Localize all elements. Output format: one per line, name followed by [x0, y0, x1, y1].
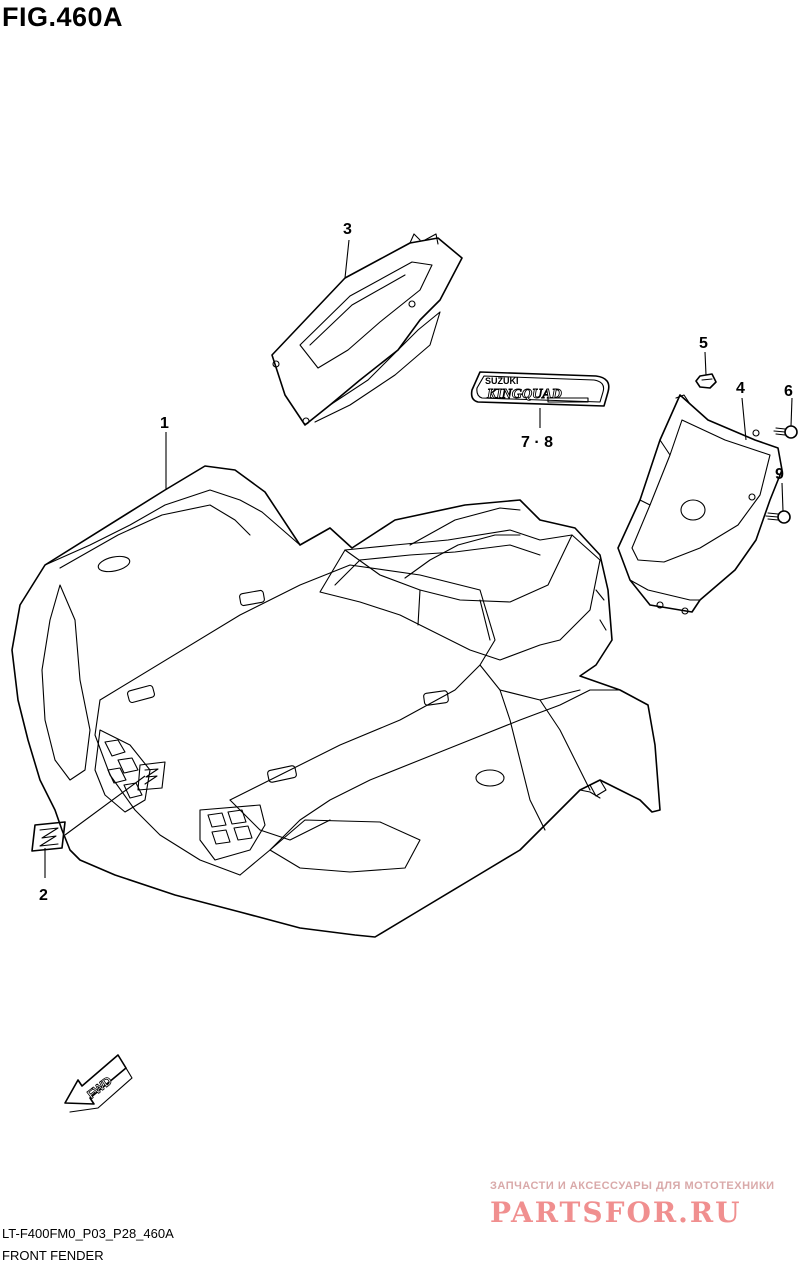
leader-5: [704, 351, 707, 376]
decal-brand-text: SUZUKI: [485, 376, 519, 386]
leader-6: [790, 397, 793, 427]
figure-title: FIG.460A: [2, 2, 124, 32]
part-1-front-fender[interactable]: [11, 465, 661, 938]
part-3-left-cover[interactable]: [271, 233, 463, 426]
diagram-reference-code: LT-F400FM0_P03_P28_460A: [2, 1226, 174, 1241]
leader-9: [781, 482, 784, 512]
part-5-nut[interactable]: [695, 373, 717, 389]
leader-2b: [64, 775, 146, 836]
part-9-screw[interactable]: [765, 510, 791, 524]
leader-4: [741, 397, 747, 441]
callout-6: 6: [784, 383, 793, 400]
front-grille-left: [94, 729, 151, 813]
part-7-8-decal[interactable]: SUZUKI KINGQUAD: [470, 371, 610, 407]
fwd-direction-arrow: FWD: [64, 1054, 133, 1113]
part-6-screw[interactable]: [773, 425, 798, 439]
callout-5: 5: [699, 335, 708, 352]
callout-4: 4: [736, 380, 745, 397]
part-2-emblem[interactable]: [31, 821, 66, 852]
callout-1: 1: [160, 415, 169, 432]
callout-2: 2: [39, 887, 48, 904]
callout-9: 9: [775, 466, 784, 483]
diagram-reference-name: FRONT FENDER: [2, 1248, 104, 1263]
part-4-right-cover[interactable]: [617, 394, 783, 615]
emblem-mount-mark: [137, 761, 166, 791]
watermark-tagline: ЗАПЧАСТИ И АКСЕССУАРЫ ДЛЯ МОТОТЕХНИКИ: [490, 1180, 775, 1192]
leader-3: [344, 239, 350, 279]
callout-3: 3: [343, 221, 352, 238]
callout-7-8: 7 · 8: [521, 434, 553, 451]
watermark-brand: PARTSFOR.RU: [490, 1196, 742, 1229]
decal-model-text: KINGQUAD: [486, 387, 562, 402]
front-grille-right: [199, 804, 266, 861]
